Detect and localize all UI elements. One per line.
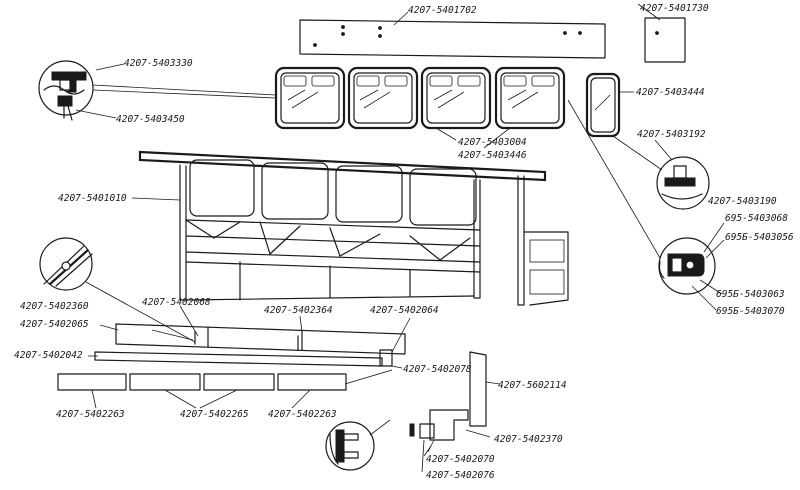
label-skirt-e: 4207-5402065 <box>20 319 89 330</box>
leader-lines <box>88 91 634 473</box>
label-skirt-h: 4207-5602114 <box>498 380 567 391</box>
side-windows <box>274 66 621 138</box>
skirt-panels <box>57 323 487 427</box>
window-1 <box>274 66 346 130</box>
label-seal-rear: 4207-5403192 <box>637 129 706 140</box>
label-skirt-c: 4207-5402364 <box>264 305 333 316</box>
rear-window <box>585 72 621 138</box>
label-window-frame-a: 4207-5403004 <box>458 137 527 148</box>
window-2 <box>347 66 419 130</box>
label-panel-small: 4207-5401730 <box>640 3 709 14</box>
label-skirt-b: 4207-5402068 <box>142 297 211 308</box>
body-frame <box>131 150 569 306</box>
label-seal-lower: 4207-5403450 <box>116 114 185 125</box>
label-lower-panel-a: 4207-5402263 <box>56 409 125 420</box>
label-rear-window: 4207-5403444 <box>636 87 705 98</box>
clip-detail <box>567 99 725 311</box>
roof-side-panel <box>299 11 606 59</box>
label-frame: 4207-5401010 <box>58 193 127 204</box>
small-panel <box>637 3 686 63</box>
label-skirt-g: 4207-5402078 <box>403 364 472 375</box>
label-skirt-a: 4207-5402360 <box>20 301 89 312</box>
label-panel-top: 4207-5401702 <box>408 5 477 16</box>
part-labels: 4207-5401702 4207-5401730 4207-5403330 4… <box>14 3 794 481</box>
label-clip-d: 695Б-5403070 <box>716 306 785 317</box>
seal-detail-rear <box>612 135 710 210</box>
label-seal-upper: 4207-5403330 <box>124 58 193 69</box>
label-rear-part-a: 4207-5402370 <box>494 434 563 445</box>
label-rear-part-c: 4207-5402076 <box>426 470 495 481</box>
rear-bottom-detail <box>325 409 469 471</box>
label-lower-panel-b: 4207-5402265 <box>180 409 249 420</box>
label-skirt-f: 4207-5402042 <box>14 350 83 361</box>
label-clip-c: 695Б-5403063 <box>716 289 785 300</box>
label-clip-b: 695Б-5403056 <box>725 232 794 243</box>
label-rear-part-b: 4207-5402070 <box>426 454 495 465</box>
label-clip-a: 695-5403068 <box>725 213 788 224</box>
seal-detail-upper <box>38 60 277 121</box>
label-seal-rear-b: 4207-5403190 <box>708 196 777 207</box>
label-window-frame-b: 4207-5403446 <box>458 150 527 161</box>
seal-detail-lower-left <box>39 237 196 343</box>
window-4 <box>494 66 566 130</box>
window-3 <box>420 66 492 130</box>
label-lower-panel-c: 4207-5402263 <box>268 409 337 420</box>
label-skirt-d: 4207-5402064 <box>370 305 439 316</box>
